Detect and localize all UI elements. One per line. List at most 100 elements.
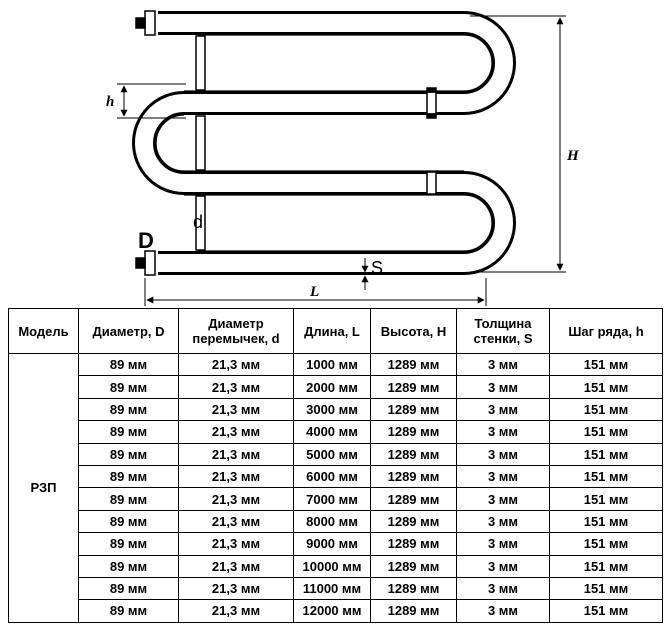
inner-loops [155, 34, 493, 252]
cell-step: 151 мм [549, 420, 663, 444]
jumper-right-2 [426, 171, 437, 195]
cell-wall: 3 мм [456, 554, 550, 578]
cell-step: 151 мм [549, 509, 663, 534]
cell-step: 151 мм [549, 487, 663, 511]
cell-step: 151 мм [549, 532, 663, 556]
jumper-diameter-label: d [193, 212, 203, 232]
jumper-right-1 [426, 91, 437, 115]
top-cap [144, 10, 156, 36]
cell-jumper: 21,3 мм [178, 509, 294, 534]
cell-wall: 3 мм [456, 599, 550, 623]
cell-diameter: 89 мм [78, 554, 179, 578]
cell-length: 7000 мм [293, 487, 371, 511]
cell-jumper: 21,3 мм [178, 532, 294, 556]
cell-height: 1289 мм [370, 554, 457, 578]
cell-height: 1289 мм [370, 532, 457, 556]
serpentine-pipe [132, 11, 516, 275]
cell-wall: 3 мм [456, 420, 550, 444]
bottom-cap-nub [135, 257, 146, 269]
cell-diameter: 89 мм [78, 509, 179, 534]
cell-length: 6000 мм [293, 464, 371, 489]
cell-jumper: 21,3 мм [178, 442, 294, 466]
header-wall-line1: Толщина [474, 316, 532, 331]
cell-diameter: 89 мм [78, 576, 179, 601]
table-row: 89 мм 21,3 мм 10000 мм 1289 мм 3 мм 151 … [9, 554, 663, 578]
cell-diameter: 89 мм [78, 599, 179, 623]
cell-diameter: 89 мм [78, 464, 179, 489]
cell-diameter: 89 мм [78, 397, 179, 422]
cell-wall: 3 мм [456, 487, 550, 511]
end-caps [135, 10, 156, 276]
cell-diameter: 89 мм [78, 442, 179, 466]
jumper-left-top [195, 35, 206, 91]
cell-length: 4000 мм [293, 420, 371, 444]
cell-length: 5000 мм [293, 442, 371, 466]
model-cell: РЗП [8, 353, 79, 623]
cell-jumper: 21,3 мм [178, 576, 294, 601]
header-row: Модель Диаметр, D Диаметр перемычек, d Д… [8, 308, 663, 354]
table-row: РЗП 89 мм 21,3 мм 1000 мм 1289 мм 3 мм 1… [8, 352, 663, 623]
cell-diameter: 89 мм [78, 375, 179, 399]
jumper-left-mid [195, 115, 206, 171]
cell-length: 11000 мм [293, 576, 371, 601]
h-dimension [117, 83, 186, 119]
table-row: 89 мм 21,3 мм 7000 мм 1289 мм 3 мм 151 м… [9, 487, 663, 511]
cell-step: 151 мм [549, 576, 663, 601]
length-dimension [144, 278, 487, 306]
table-row: 89 мм 21,3 мм 2000 мм 1289 мм 3 мм 151 м… [9, 375, 663, 399]
cell-height: 1289 мм [370, 397, 457, 422]
cell-wall: 3 мм [456, 509, 550, 534]
cell-jumper: 21,3 мм [178, 464, 294, 489]
table-row: 89 мм 21,3 мм 9000 мм 1289 мм 3 мм 151 м… [9, 532, 663, 556]
cell-jumper: 21,3 мм [178, 420, 294, 444]
header-wall-line2: стенки, S [473, 331, 533, 346]
cell-step: 151 мм [549, 599, 663, 623]
cell-step: 151 мм [549, 352, 663, 377]
register-drawing: h H L D d S [106, 10, 580, 306]
cell-length: 12000 мм [293, 599, 371, 623]
cell-length: 1000 мм [293, 352, 371, 377]
cell-jumper: 21,3 мм [178, 352, 294, 377]
cell-wall: 3 мм [456, 375, 550, 399]
cell-diameter: 89 мм [78, 420, 179, 444]
header-wall: Толщина стенки, S [456, 308, 550, 354]
cell-height: 1289 мм [370, 442, 457, 466]
header-model: Модель [8, 308, 79, 354]
cell-jumper: 21,3 мм [178, 599, 294, 623]
cell-wall: 3 мм [456, 442, 550, 466]
table-row: 89 мм 21,3 мм 6000 мм 1289 мм 3 мм 151 м… [9, 464, 663, 489]
height-dimension [470, 15, 566, 273]
cell-height: 1289 мм [370, 464, 457, 489]
spec-table: Модель Диаметр, D Диаметр перемычек, d Д… [8, 308, 663, 623]
cell-length: 2000 мм [293, 375, 371, 399]
header-step: Шаг ряда, h [549, 308, 663, 354]
cell-height: 1289 мм [370, 420, 457, 444]
cell-jumper: 21,3 мм [178, 397, 294, 422]
table-row: 89 мм 21,3 мм 11000 мм 1289 мм 3 мм 151 … [9, 576, 663, 601]
cell-diameter: 89 мм [78, 487, 179, 511]
cell-length: 3000 мм [293, 397, 371, 422]
length-label: L [309, 284, 319, 300]
cell-wall: 3 мм [456, 352, 550, 377]
cell-height: 1289 мм [370, 509, 457, 534]
cell-height: 1289 мм [370, 352, 457, 377]
header-height: Высота, H [370, 308, 457, 354]
bottom-cap [144, 250, 156, 276]
table-row: 89 мм 21,3 мм 12000 мм 1289 мм 3 мм 151 … [9, 599, 663, 623]
jumper-left-bottom [195, 195, 206, 251]
jumper-right-3 [426, 87, 437, 93]
table-row: 89 мм 21,3 мм 8000 мм 1289 мм 3 мм 151 м… [9, 509, 663, 534]
cell-height: 1289 мм [370, 487, 457, 511]
cell-length: 10000 мм [293, 554, 371, 578]
cell-height: 1289 мм [370, 599, 457, 623]
cell-diameter: 89 мм [78, 532, 179, 556]
jumper-right-4 [426, 113, 437, 119]
header-jumper-line1: Диаметр [208, 316, 264, 331]
cell-wall: 3 мм [456, 397, 550, 422]
cell-height: 1289 мм [370, 375, 457, 399]
jumpers [195, 35, 437, 251]
h-label: h [106, 94, 114, 110]
cell-wall: 3 мм [456, 532, 550, 556]
cell-step: 151 мм [549, 554, 663, 578]
cell-step: 151 мм [549, 397, 663, 422]
